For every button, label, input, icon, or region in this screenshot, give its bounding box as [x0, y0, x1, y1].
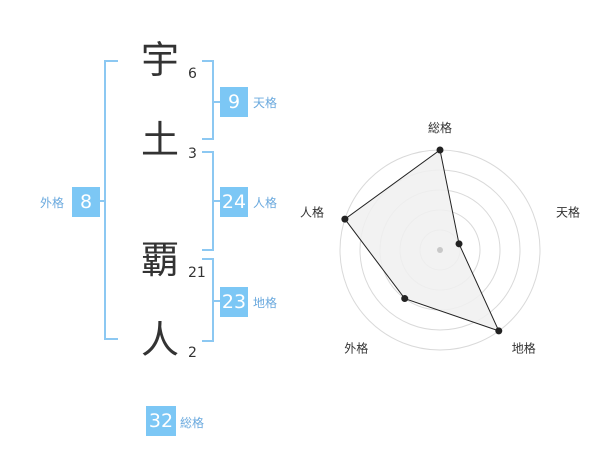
radar-point-2	[455, 240, 463, 248]
name-char-1: 宇	[140, 38, 179, 82]
stroke-count-2: 3	[188, 146, 197, 162]
gaikaku-value: 8	[72, 187, 100, 217]
radar-axis-label-4: 外格	[344, 341, 368, 356]
name-char-2: 土	[140, 118, 179, 162]
soukaku-label: 総格	[180, 416, 205, 430]
radar-axis-label-2: 天格	[556, 204, 580, 219]
name-char-3: 覇	[140, 238, 179, 282]
soukaku-value: 32	[146, 406, 176, 436]
tenkaku-value: 9	[220, 87, 248, 117]
tenkaku-connector	[214, 101, 220, 103]
name-char-4: 人	[140, 318, 179, 362]
radar-axis-label-5: 人格	[300, 204, 324, 219]
radar-axis-label-1: 総格	[428, 120, 452, 135]
jinkaku-bracket	[202, 151, 214, 251]
gaikaku-label: 外格	[40, 196, 65, 210]
chikaku-label: 地格	[253, 296, 278, 310]
stroke-count-4: 2	[188, 345, 197, 361]
tenkaku-label: 天格	[253, 96, 278, 110]
jinkaku-connector	[214, 200, 220, 202]
radar-center-dot	[437, 247, 443, 253]
chikaku-connector	[214, 300, 220, 302]
radar-point-5	[341, 215, 349, 223]
tenkaku-bracket	[202, 60, 214, 140]
radar-series-polygon	[344, 149, 500, 332]
radar-point-1	[436, 146, 444, 154]
radar-axis-label-3: 地格	[512, 341, 536, 356]
gaikaku-connector	[100, 200, 104, 202]
stroke-count-3: 21	[188, 265, 206, 281]
chikaku-value: 23	[220, 287, 248, 317]
stroke-count-1: 6	[188, 66, 197, 82]
radar-point-4	[401, 295, 409, 303]
chikaku-bracket	[202, 258, 214, 342]
radar-point-3	[495, 327, 503, 335]
jinkaku-label: 人格	[253, 196, 278, 210]
jinkaku-value: 24	[220, 187, 248, 217]
gaikaku-bracket	[104, 60, 118, 340]
